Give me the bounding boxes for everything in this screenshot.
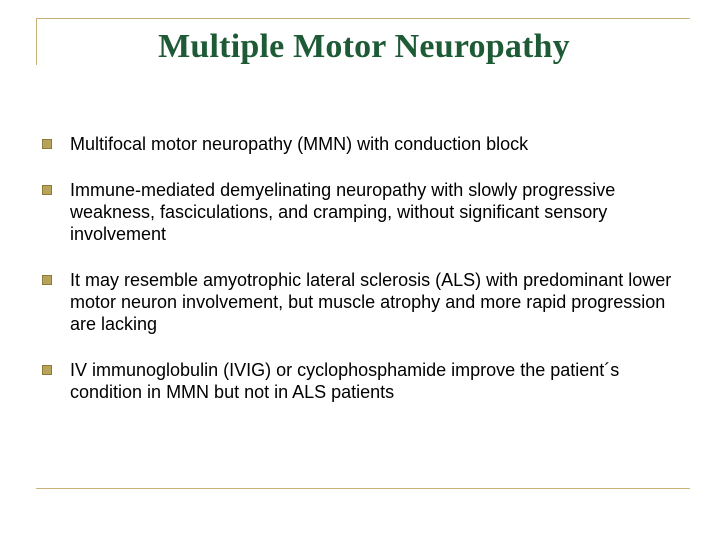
bullet-item: It may resemble amyotrophic lateral scle… — [42, 269, 690, 335]
bullet-item: Multifocal motor neuropathy (MMN) with c… — [42, 133, 690, 155]
top-rule — [36, 18, 690, 19]
bullet-text: IV immunoglobulin (IVIG) or cyclophospha… — [70, 360, 620, 402]
bullet-list: Multifocal motor neuropathy (MMN) with c… — [42, 133, 690, 427]
left-rule — [36, 18, 37, 65]
bullet-text: Immune-mediated demyelinating neuropathy… — [70, 180, 616, 244]
bullet-text: It may resemble amyotrophic lateral scle… — [70, 270, 672, 334]
square-bullet-icon — [42, 275, 52, 285]
square-bullet-icon — [42, 139, 52, 149]
slide-title: Multiple Motor Neuropathy — [158, 28, 570, 65]
square-bullet-icon — [42, 365, 52, 375]
bullet-item: IV immunoglobulin (IVIG) or cyclophospha… — [42, 359, 690, 403]
square-bullet-icon — [42, 185, 52, 195]
bottom-rule — [36, 488, 690, 489]
bullet-item: Immune-mediated demyelinating neuropathy… — [42, 179, 690, 245]
bullet-text: Multifocal motor neuropathy (MMN) with c… — [70, 134, 529, 154]
